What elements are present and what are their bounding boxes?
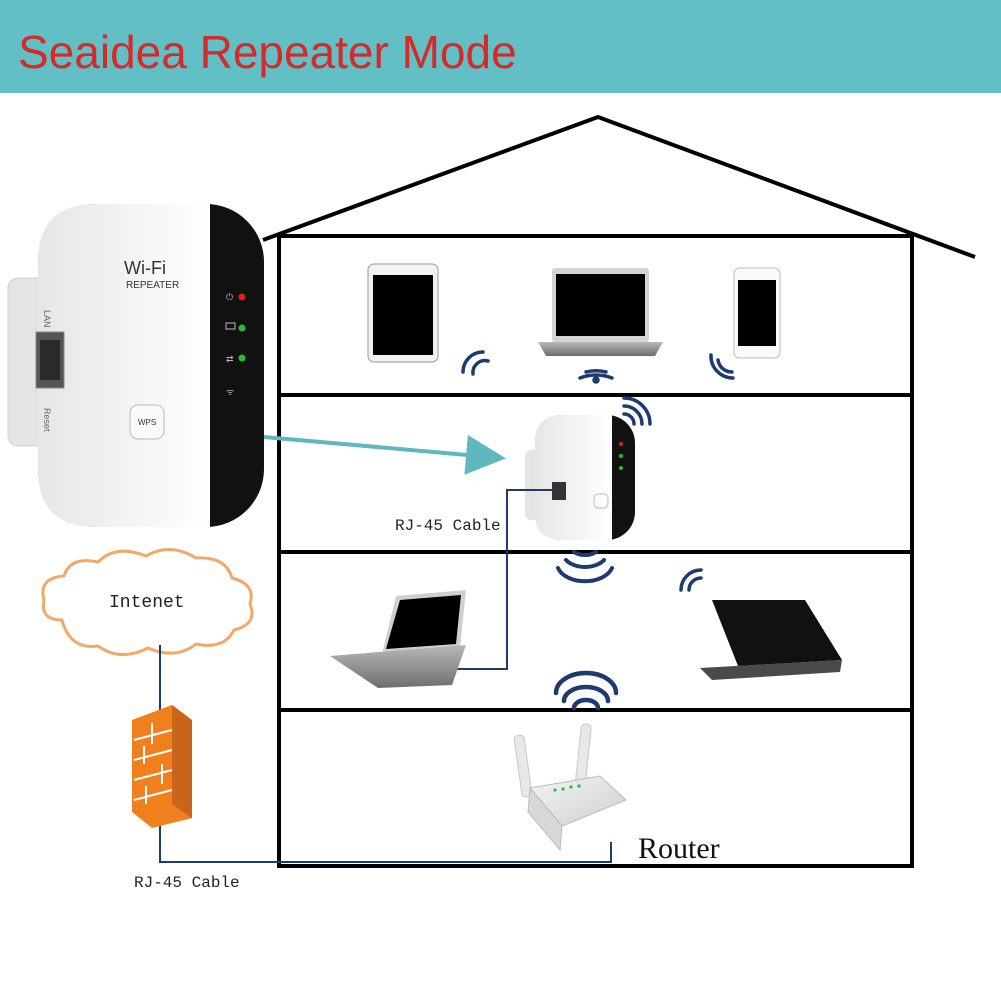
wifi-signal-icon (709, 353, 735, 380)
router-label: Router (638, 832, 720, 865)
repeater-model: REPEATER (126, 280, 179, 291)
pointer-arrow (263, 434, 506, 475)
wifi-signal-icon (461, 350, 490, 376)
cable-label-lower: RJ-45 Cable (134, 874, 240, 892)
wifi-signal-icon (679, 568, 703, 592)
wps-label: WPS (138, 418, 156, 427)
title-banner: Seaidea Repeater Mode (0, 0, 1001, 93)
repeater-device-large: LAN Reset Wi-Fi REPEATER ⏻ ⇄ ᯤ WPS (7, 204, 264, 527)
cable-label-upper: RJ-45 Cable (395, 517, 501, 535)
wifi-led-icon: ᯤ (226, 387, 234, 397)
wifi-signal-icon (556, 550, 614, 584)
house-roof (262, 114, 976, 259)
lan-led (238, 324, 246, 332)
port-lan-label: LAN (42, 310, 52, 328)
port-reset-label: Reset (42, 408, 52, 432)
phone-icon (733, 267, 781, 359)
wifi-signal-icon (553, 670, 619, 711)
repeater-brand: Wi-Fi (124, 258, 166, 278)
link-icon: ⇄ (226, 354, 234, 364)
laptop-icon (538, 268, 663, 356)
power-icon: ⏻ (226, 292, 233, 302)
laptop-icon (330, 590, 466, 688)
router-icon (513, 723, 627, 852)
firewall-icon (132, 705, 192, 828)
link-led (238, 354, 246, 362)
cloud-label: Intenet (109, 593, 185, 613)
lan-icon (225, 322, 236, 330)
tablet-icon (700, 600, 842, 680)
cloud-icon (41, 548, 254, 656)
cable-repeater-laptop (452, 489, 552, 670)
wifi-signal-icon (622, 396, 652, 426)
page-title: Seaidea Repeater Mode (18, 26, 517, 78)
repeater-device-small (525, 415, 635, 540)
house-outline (262, 114, 976, 868)
wifi-signal-icon (578, 369, 614, 384)
wps-button (129, 404, 165, 440)
power-led (238, 293, 246, 301)
tablet-icon (367, 263, 439, 363)
